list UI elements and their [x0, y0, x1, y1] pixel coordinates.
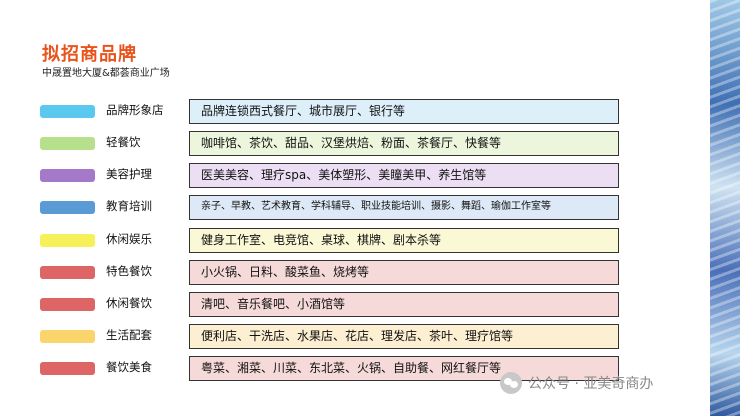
category-label: 休闲娱乐: [106, 232, 152, 246]
brand-list-box: 小火锅、日料、酸菜鱼、烧烤等: [189, 260, 619, 285]
page-title: 拟招商品牌: [42, 44, 137, 65]
brand-list-box: 便利店、干洗店、水果店、花店、理发店、茶叶、理疗馆等: [189, 324, 619, 349]
brand-list-box: 亲子、早教、艺术教育、学科辅导、职业技能培训、摄影、舞蹈、瑜伽工作室等: [189, 195, 619, 220]
category-row: 生活配套 便利店、干洗店、水果店、花店、理发店、茶叶、理疗馆等: [0, 324, 740, 352]
watermark: 公众号 · 亚美奇商办: [500, 372, 653, 394]
category-label: 教育培训: [106, 199, 152, 213]
brand-list-box: 医美美容、理疗spa、美体塑形、美瞳美甲、养生馆等: [189, 163, 619, 188]
category-row: 美容护理 医美美容、理疗spa、美体塑形、美瞳美甲、养生馆等: [0, 163, 740, 191]
page-subtitle: 中晟置地大厦&都荟商业广场: [42, 68, 170, 79]
color-swatch: [40, 137, 95, 150]
category-label: 轻餐饮: [106, 135, 141, 149]
category-row: 品牌形象店 品牌连锁西式餐厅、城市展厅、银行等: [0, 99, 740, 127]
category-label: 休闲餐饮: [106, 296, 152, 310]
category-row: 轻餐饮 咖啡馆、茶饮、甜品、汉堡烘焙、粉面、茶餐厅、快餐等: [0, 131, 740, 159]
color-swatch: [40, 234, 95, 247]
color-swatch: [40, 298, 95, 311]
brand-list-box: 健身工作室、电竞馆、桌球、棋牌、剧本杀等: [189, 228, 619, 253]
brand-list-box: 粤菜、湘菜、川菜、东北菜、火锅、自助餐、网红餐厅等: [189, 356, 619, 381]
color-swatch: [40, 330, 95, 343]
color-swatch: [40, 201, 95, 214]
category-row: 特色餐饮 小火锅、日料、酸菜鱼、烧烤等: [0, 260, 740, 288]
brand-list-box: 品牌连锁西式餐厅、城市展厅、银行等: [189, 99, 619, 124]
category-label: 餐饮美食: [106, 360, 152, 374]
color-swatch: [40, 105, 95, 118]
brand-list-box: 清吧、音乐餐吧、小酒馆等: [189, 292, 619, 317]
category-label: 美容护理: [106, 167, 152, 181]
wechat-icon: [500, 372, 522, 394]
color-swatch: [40, 266, 95, 279]
watermark-text: 公众号 · 亚美奇商办: [528, 376, 654, 392]
category-label: 品牌形象店: [106, 103, 164, 117]
color-swatch: [40, 362, 95, 375]
category-label: 生活配套: [106, 328, 152, 342]
category-row: 教育培训 亲子、早教、艺术教育、学科辅导、职业技能培训、摄影、舞蹈、瑜伽工作室等: [0, 195, 740, 223]
decorative-wave-strip: [710, 0, 740, 416]
category-row: 餐饮美食 粤菜、湘菜、川菜、东北菜、火锅、自助餐、网红餐厅等: [0, 356, 740, 384]
category-label: 特色餐饮: [106, 264, 152, 278]
color-swatch: [40, 169, 95, 182]
category-row: 休闲娱乐 健身工作室、电竞馆、桌球、棋牌、剧本杀等: [0, 228, 740, 256]
category-row: 休闲餐饮 清吧、音乐餐吧、小酒馆等: [0, 292, 740, 320]
brand-list-box: 咖啡馆、茶饮、甜品、汉堡烘焙、粉面、茶餐厅、快餐等: [189, 131, 619, 156]
